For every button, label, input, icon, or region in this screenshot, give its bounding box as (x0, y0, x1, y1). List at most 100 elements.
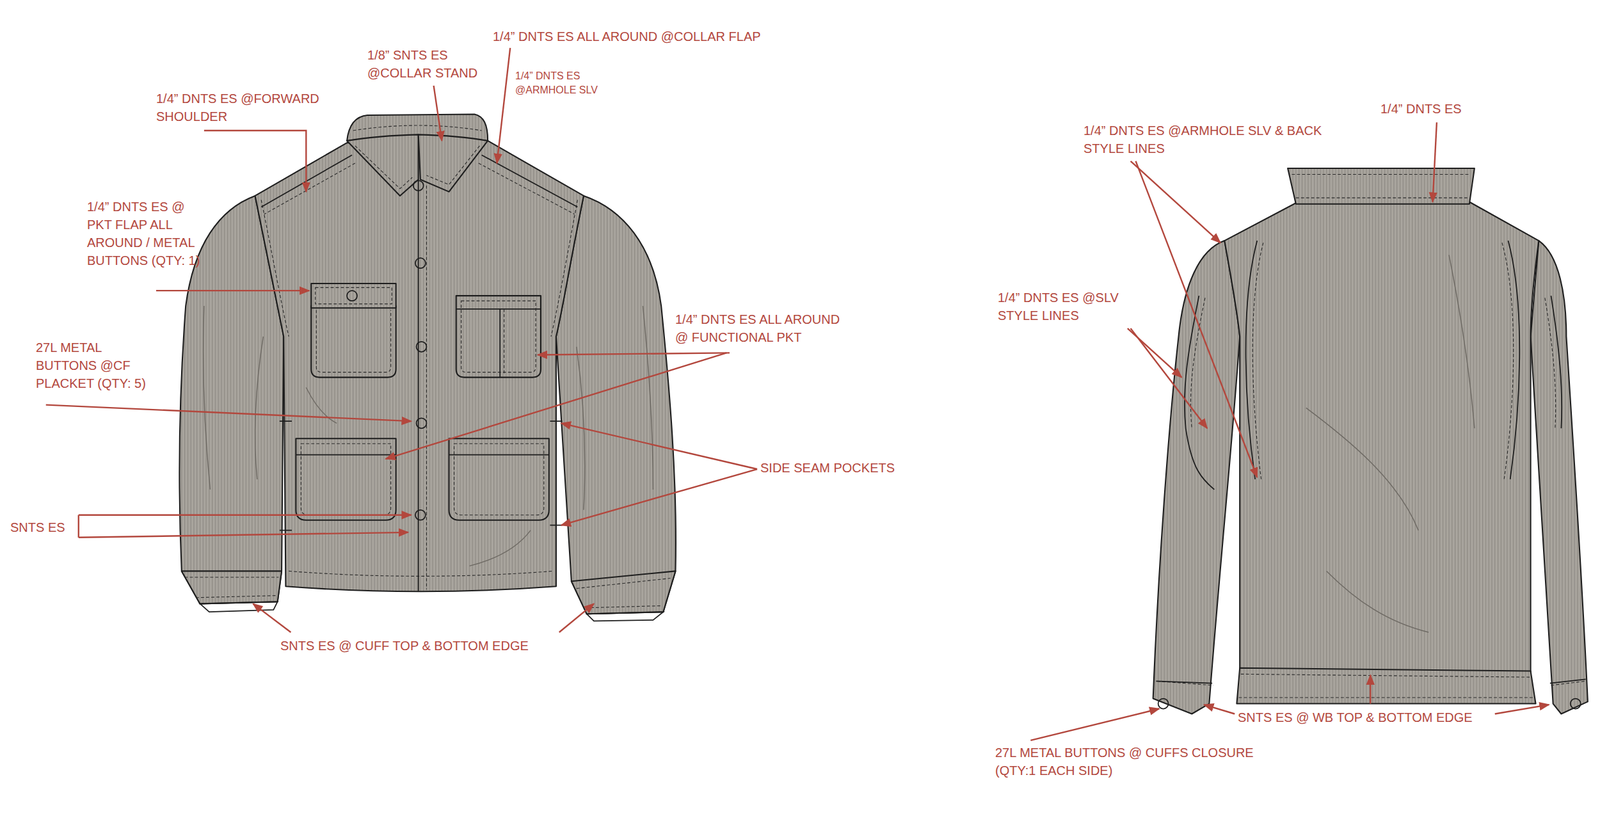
front-view-part (461, 300, 536, 373)
front-view-part (503, 309, 505, 376)
front-view-part (311, 305, 396, 378)
back-view (1153, 168, 1588, 715)
back-view-part (1239, 696, 1535, 698)
front-view-part (426, 145, 480, 185)
front-view-part (642, 305, 653, 490)
front-view-part (261, 199, 289, 337)
front-view-part (184, 576, 280, 578)
back-view-part (1153, 240, 1241, 714)
front-view-part (586, 611, 664, 621)
front-view-part (481, 154, 578, 207)
leader-lines-part (78, 514, 412, 516)
front-view-part (181, 570, 282, 604)
back-view-part (1236, 668, 1536, 704)
front-view-part (264, 163, 356, 215)
front-view-part (449, 438, 550, 520)
front-view-part (416, 341, 427, 352)
front-view-part (469, 530, 531, 567)
front-view-part (353, 125, 482, 131)
front-view-part (311, 283, 396, 308)
callout-label: 1/4” DNTS ES @ PKT FLAP ALL AROUND / MET… (87, 197, 206, 270)
front-view-part (426, 185, 427, 590)
front-view-part (417, 179, 420, 592)
back-view-part (1448, 254, 1475, 429)
leader-lines-part (252, 603, 291, 633)
back-view-part (1184, 295, 1215, 490)
front-view-part (585, 606, 662, 608)
leader-lines-part (559, 603, 594, 633)
front-view-part (255, 336, 264, 480)
leader-lines-part (1130, 161, 1221, 243)
callout-label: 1/4” DNTS ES @FORWARD SHOULDER (156, 89, 333, 126)
leader-lines-part (78, 515, 80, 538)
front-view-part (255, 140, 584, 592)
leader-lines-part (1432, 122, 1437, 202)
back-view-part (1224, 202, 1539, 682)
callout-label: 1/4” DNTS ES @ARMHOLE SLV & BACK STYLE L… (1083, 121, 1334, 158)
back-view-part (1252, 242, 1264, 480)
back-view-part (1296, 197, 1469, 199)
front-view-part (416, 417, 427, 429)
callout-label: 1/4” DNTS ES @ARMHOLE SLV (515, 69, 605, 98)
front-view-part (355, 145, 413, 189)
front-view-part (456, 295, 541, 377)
front-view-part (556, 195, 676, 614)
front-view-part (499, 309, 501, 378)
leader-lines-part (1130, 328, 1208, 429)
back-view-part (1508, 240, 1520, 480)
front-view-part (195, 595, 277, 598)
leader-lines-part (385, 352, 728, 459)
back-view-part (1291, 174, 1471, 175)
leader-lines-part (156, 289, 310, 292)
front-view-part (456, 308, 541, 310)
front-view-part (576, 578, 671, 589)
callout-label: 1/4” DNTS ES ALL AROUND @COLLAR FLAP (492, 27, 852, 46)
front-view-part (279, 421, 563, 531)
callout-label: 27L METAL BUTTONS @ CUFFS CLOSURE (QTY:1… (995, 743, 1268, 780)
back-view-part (1570, 698, 1581, 710)
front-view-part (295, 454, 396, 456)
back-view-part (1550, 295, 1562, 429)
front-view-part (346, 134, 419, 196)
front-view-part (203, 305, 211, 490)
front-view-part (200, 601, 278, 612)
back-view-part (1550, 680, 1585, 685)
front-view (179, 113, 676, 621)
front-view-part (316, 309, 391, 372)
leader-lines-part (78, 532, 409, 538)
leader-lines-part (433, 85, 443, 141)
callout-label: SIDE SEAM POCKETS (760, 458, 953, 477)
leader-lines-part (1030, 709, 1160, 741)
callout-label: 1/8” SNTS ES @COLLAR STAND (367, 46, 486, 82)
front-view-part (478, 163, 575, 215)
callout-label: SNTS ES @ CUFF TOP & BOTTOM EDGE (280, 636, 614, 655)
callout-label: 1/4” DNTS ES @SLV STYLE LINES (997, 288, 1129, 325)
front-view-part (413, 180, 424, 191)
leader-lines (46, 48, 1550, 741)
leader-lines-part (496, 48, 511, 164)
front-view-part (315, 287, 393, 304)
back-view-part (1326, 570, 1429, 633)
callout-label: SNTS ES @ WB TOP & BOTTOM EDGE (1237, 708, 1494, 727)
front-view-part (288, 570, 553, 576)
back-view-part (1240, 673, 1531, 678)
front-view-part (415, 257, 426, 269)
leader-lines-part (537, 352, 730, 355)
front-view-part (418, 134, 488, 192)
back-view-part (1502, 242, 1514, 480)
back-view-part (1287, 168, 1475, 205)
front-view-part (415, 510, 426, 521)
leader-lines-part (1369, 675, 1371, 704)
back-view-part (1245, 240, 1257, 480)
front-view-part (571, 570, 676, 614)
back-view-part (1530, 240, 1588, 714)
front-view-part (449, 454, 550, 456)
leader-lines-part (204, 130, 306, 192)
callout-label: 1/4” DNTS ES ALL AROUND @ FUNCTIONAL PKT (675, 310, 852, 347)
front-view-part (346, 290, 358, 301)
leader-lines-part (561, 469, 758, 526)
front-view-part (551, 199, 578, 337)
callout-label: 1/4” DNTS ES (1380, 99, 1509, 118)
callout-label: SNTS ES (10, 518, 75, 537)
